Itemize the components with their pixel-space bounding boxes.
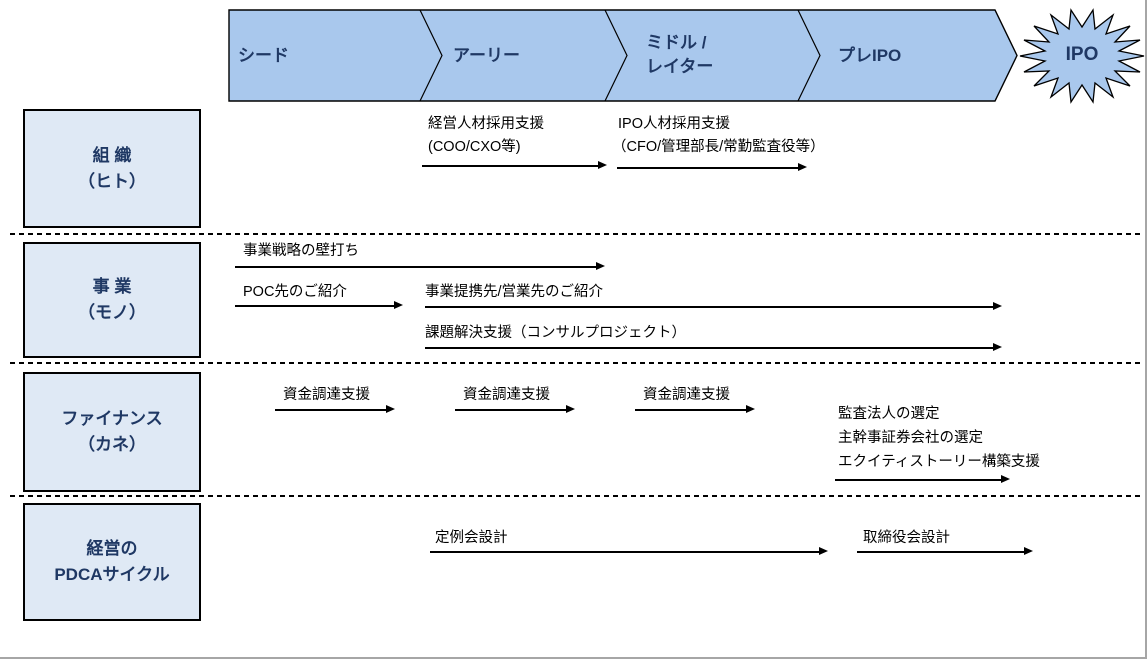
annotation-text: 定例会設計 bbox=[435, 530, 508, 546]
row-divider bbox=[10, 495, 1140, 497]
timeline-arrow bbox=[275, 406, 395, 413]
annotation-text: エクイティストーリー構築支援 bbox=[838, 454, 1040, 470]
timeline-arrow bbox=[455, 406, 575, 413]
row-divider bbox=[10, 362, 1140, 364]
stage-label-pre-ipo: プレIPO bbox=[838, 46, 902, 65]
timeline-arrow bbox=[425, 344, 1002, 351]
annotation-text: IPO人材採用支援 bbox=[618, 116, 730, 132]
annotation-text: 経営人材採用支援 bbox=[428, 116, 544, 132]
stage-label-seed: シード bbox=[238, 46, 289, 65]
category-box-pdca: 経営の PDCAサイクル bbox=[23, 503, 201, 621]
annotation-text: 資金調達支援 bbox=[463, 387, 550, 403]
category-box-organization: 組 織 （ヒト） bbox=[23, 109, 201, 228]
category-title-line: ファイナンス bbox=[61, 409, 163, 428]
category-title-line: 組 織 bbox=[92, 145, 132, 165]
annotation-text: 資金調達支援 bbox=[283, 387, 370, 403]
stage-banner-graphic bbox=[228, 8, 1145, 104]
category-box-finance: ファイナンス （カネ） bbox=[23, 372, 201, 492]
timeline-arrow bbox=[430, 548, 828, 555]
annotation-text: 課題解決支援（コンサルプロジェクト） bbox=[425, 325, 686, 341]
ipo-starburst-label: IPO bbox=[1065, 44, 1099, 65]
timeline-arrow bbox=[425, 303, 1002, 310]
annotation-text: 事業戦略の壁打ち bbox=[243, 243, 359, 259]
chevron-divider-3 bbox=[797, 9, 821, 102]
timeline-arrow bbox=[835, 476, 1010, 483]
annotation-text: 取締役会設計 bbox=[863, 530, 950, 546]
timeline-arrow bbox=[857, 548, 1033, 555]
stage-label-middle-later: ミドル / レイター bbox=[646, 33, 714, 76]
row-divider bbox=[10, 233, 1140, 235]
annotation-text: POC先のご紹介 bbox=[243, 284, 347, 300]
timeline-arrow bbox=[617, 164, 807, 171]
stage-label-early: アーリー bbox=[453, 46, 520, 65]
category-title-line: PDCAサイクル bbox=[54, 565, 170, 584]
annotation-text: (COO/CXO等) bbox=[428, 139, 521, 155]
category-title-line: 事 業 bbox=[92, 277, 132, 296]
category-title-line: （モノ） bbox=[78, 303, 146, 322]
timeline-arrow bbox=[635, 406, 755, 413]
category-title-line: （カネ） bbox=[78, 435, 146, 454]
timeline-arrow bbox=[235, 302, 403, 309]
annotation-text: 資金調達支援 bbox=[643, 387, 730, 403]
annotation-text: 主幹事証券会社の選定 bbox=[838, 430, 983, 446]
chevron-divider-1 bbox=[419, 9, 443, 102]
banner-arrow-shape bbox=[228, 9, 1018, 102]
annotation-text: 事業提携先/営業先のご紹介 bbox=[425, 284, 604, 300]
category-title-line: 経営の bbox=[86, 539, 138, 558]
annotation-text: （CFO/管理部長/常勤監査役等） bbox=[612, 139, 825, 155]
annotation-text: 監査法人の選定 bbox=[838, 406, 940, 422]
ipo-starburst-shape bbox=[1019, 8, 1145, 104]
category-box-business: 事 業 （モノ） bbox=[23, 242, 201, 358]
chevron-divider-2 bbox=[604, 9, 628, 102]
category-title-line: （ヒト） bbox=[78, 171, 146, 191]
timeline-arrow bbox=[422, 162, 607, 169]
timeline-arrow bbox=[235, 263, 605, 270]
